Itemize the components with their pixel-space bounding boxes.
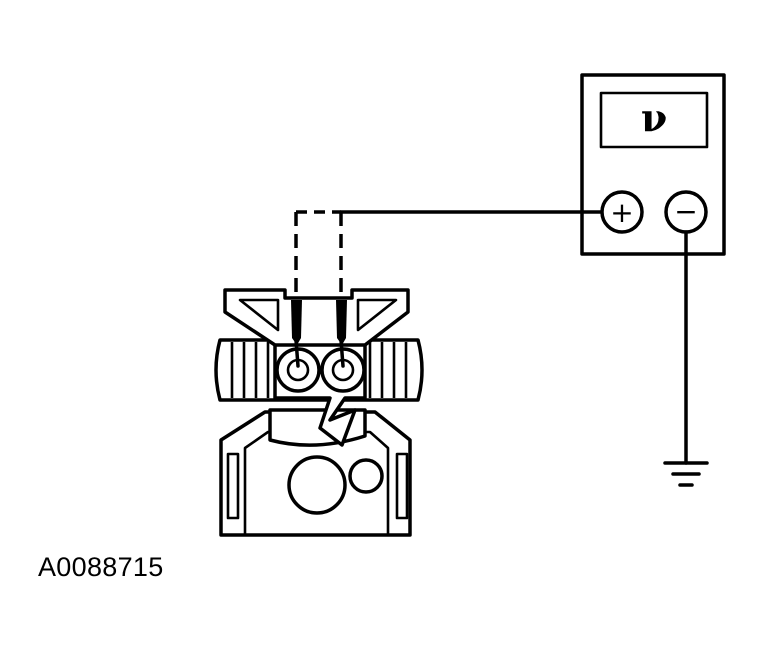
voltmeter-display (599, 91, 709, 149)
large-mounting-hole (287, 455, 347, 515)
positive-terminal-label: + (610, 196, 633, 229)
test-leads (294, 210, 688, 465)
ground-icon (663, 461, 709, 487)
figure-id-label: A0088715 (38, 552, 164, 582)
voltmeter-display-symbol: ν (641, 95, 667, 140)
flange-left-window (238, 298, 280, 332)
sensor-connector-icon (214, 288, 424, 537)
flange-right-window (356, 298, 398, 332)
connector-housing (219, 410, 412, 537)
connector-top-flange (223, 288, 410, 347)
right-latch-slot (395, 452, 409, 520)
left-latch-slot (226, 452, 240, 520)
voltmeter-body (580, 73, 726, 256)
right-probe (336, 300, 347, 345)
small-mounting-hole (348, 458, 384, 494)
voltmeter-icon: ν + − (580, 73, 726, 256)
negative-terminal-label: − (674, 195, 697, 228)
test-probe-icon (291, 300, 347, 368)
left-probe (291, 300, 302, 345)
